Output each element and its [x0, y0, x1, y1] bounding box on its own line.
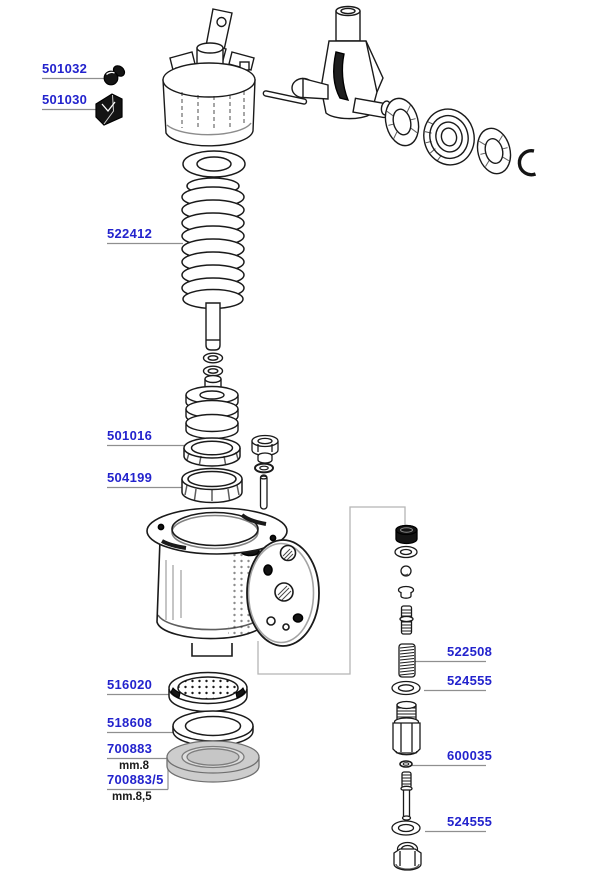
part-link-518608[interactable]: 518608	[107, 715, 153, 730]
part-o-ring-mid	[254, 462, 274, 474]
part-link-700883[interactable]: 700883	[107, 741, 153, 756]
part-link-504199[interactable]: 504199	[107, 470, 153, 485]
part-gasket-700883	[166, 740, 260, 783]
part-washer-small	[394, 545, 418, 559]
part-ball-valve	[400, 565, 412, 577]
part-link-524555-upper[interactable]: 524555	[447, 673, 493, 688]
size-note-mm8-5: mm.8,5	[112, 791, 152, 803]
part-ring-518608	[172, 710, 254, 747]
part-o-ring-600035	[399, 760, 413, 768]
part-link-522412[interactable]: 522412	[107, 226, 153, 241]
part-cap-nut-black	[395, 524, 418, 545]
part-threaded-stub	[399, 605, 414, 635]
part-spring-522508	[398, 643, 416, 678]
part-link-600035[interactable]: 600035	[447, 748, 493, 763]
part-needle-valve	[400, 771, 413, 821]
part-link-524555-lower[interactable]: 524555	[447, 814, 493, 829]
part-main-body	[146, 507, 320, 657]
part-union-fitting	[392, 700, 421, 756]
leader-bracket	[257, 506, 406, 675]
ball-bearing	[423, 108, 475, 166]
label-leader-lines	[42, 77, 486, 833]
part-pump-cover-assembly	[162, 8, 256, 147]
part-ring-504199	[181, 467, 243, 504]
part-link-700883-5[interactable]: 700883/5	[107, 772, 164, 787]
part-valve-cap	[397, 585, 415, 599]
circlip	[517, 149, 537, 177]
part-washer-524555-upper	[391, 680, 421, 696]
part-o-rings-small	[202, 352, 224, 377]
part-filter-516020	[168, 671, 248, 713]
right-column-parts	[391, 524, 422, 871]
part-link-516020[interactable]: 516020	[107, 677, 153, 692]
part-wedge-501030	[95, 93, 123, 126]
part-washer-524555-lower	[391, 820, 421, 836]
part-link-501032[interactable]: 501032	[42, 61, 88, 76]
washer-tilted-2	[476, 127, 512, 175]
part-washer-top	[182, 150, 246, 178]
part-piston-stack	[185, 374, 239, 440]
part-dome-nut	[393, 841, 422, 871]
part-hex-bolt-small	[251, 434, 279, 464]
clevis-pin-thin	[262, 90, 308, 105]
clevis-fork	[291, 5, 392, 120]
part-link-501016[interactable]: 501016	[107, 428, 153, 443]
part-clevis-assembly	[262, 5, 537, 177]
part-screw-501032	[103, 65, 126, 86]
part-pin-small	[259, 474, 268, 510]
size-note-mm8: mm.8	[119, 760, 150, 772]
part-plunger-shaft	[205, 302, 221, 351]
part-spring-522412	[181, 177, 245, 310]
washer-tilted-1	[384, 97, 420, 147]
part-ring-501016	[183, 437, 241, 467]
part-link-501030[interactable]: 501030	[42, 92, 88, 107]
part-link-522508[interactable]: 522508	[447, 644, 493, 659]
